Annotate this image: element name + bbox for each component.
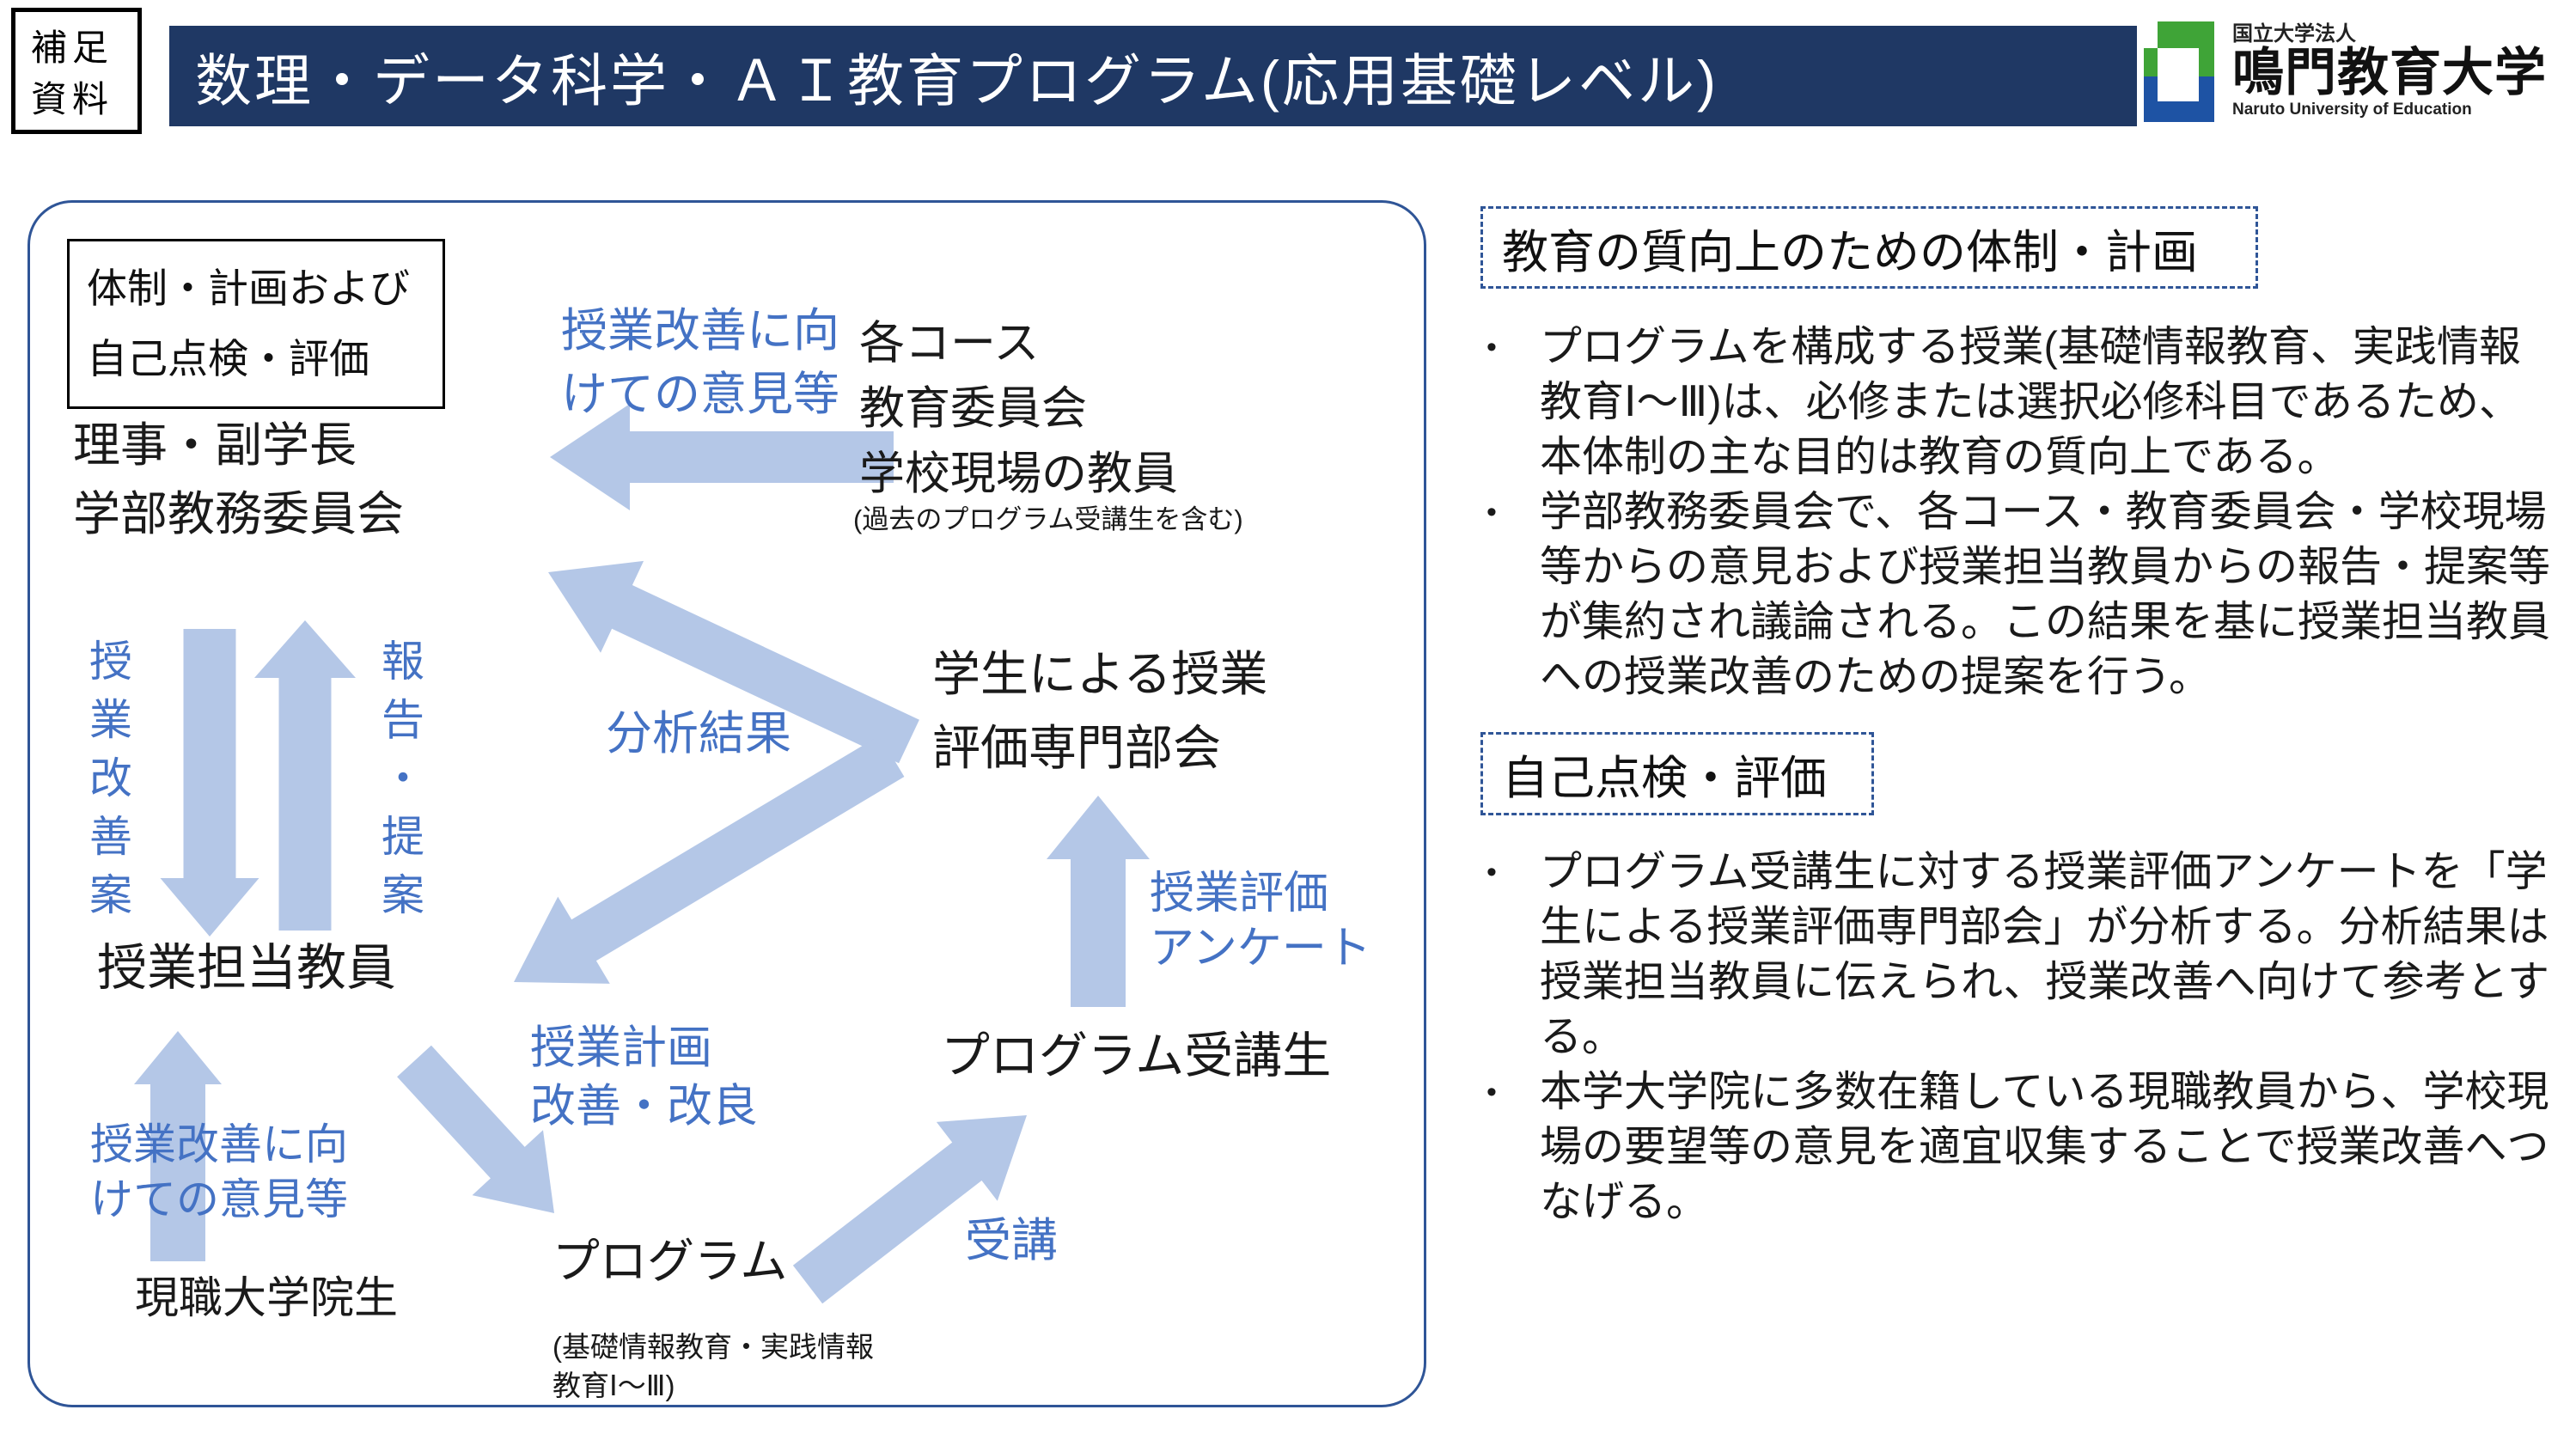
- node-program-students: プログラム受講生: [941, 1028, 1332, 1083]
- label-plan-improve: 授業計画 改善・改良: [530, 1022, 758, 1132]
- logo-green-right: [2199, 48, 2214, 76]
- bullet-item: • プログラムを構成する授業(基礎情報教育、実践情報教育Ⅰ～Ⅲ)は、必修または選択…: [1486, 320, 2556, 485]
- university-logo-icon: [2144, 21, 2214, 122]
- node-courses-note: (過去のプログラム受講生を含む): [853, 504, 1243, 534]
- node-teachers: 授業担当教員: [97, 940, 397, 996]
- supplement-label-box: 補足資料: [11, 8, 142, 134]
- bullet-item: • 学部教務委員会で、各コース・教育委員会・学校現場等からの意見および授業担当教員…: [1486, 485, 2556, 705]
- logo-corporation-label: 国立大学法人: [2232, 22, 2356, 46]
- section-self-check-title: 自己点検・評価: [1480, 732, 1874, 815]
- logo-university-name: 鳴門教育大学: [2232, 44, 2547, 101]
- label-improvement-plan: 授 業 改 善 案: [89, 638, 132, 919]
- label-survey: 授業評価 アンケート: [1150, 869, 1371, 973]
- bullet-text: 本学大学院に多数在籍している現職教員から、学校現場の要望等の意見を適宜収集するこ…: [1540, 1069, 2549, 1225]
- label-attend: 受講: [965, 1215, 1058, 1266]
- node-student-committee: 学生による授業 評価専門部会: [932, 647, 1268, 775]
- section-self-check-bullets: • プログラム受講生に対する授業評価アンケートを「学生による授業評価専門部会」が分…: [1486, 845, 2556, 1230]
- bullet-marker: •: [1486, 496, 1497, 528]
- node-program: プログラム: [552, 1235, 788, 1288]
- bullet-item: • 本学大学院に多数在籍している現職教員から、学校現場の要望等の意見を適宜収集する…: [1486, 1065, 2556, 1230]
- logo-green-left: [2144, 48, 2158, 76]
- university-logo-text: 国立大学法人 鳴門教育大学 Naruto University of Educa…: [2232, 22, 2576, 120]
- bullet-text: プログラムを構成する授業(基礎情報教育、実践情報教育Ⅰ～Ⅲ)は、必修または選択必…: [1540, 324, 2522, 480]
- bullet-marker: •: [1486, 331, 1497, 363]
- logo-university-name-en: Naruto University of Education: [2232, 101, 2472, 119]
- label-report-proposal: 報 告 ・ 提 案: [382, 638, 424, 919]
- header-bar: 数理・データ科学・ＡＩ教育プログラム(応用基礎レベル): [169, 26, 2137, 126]
- label-feedback-top: 授業改善に向 けての意見等: [561, 305, 839, 420]
- bullet-text: プログラム受講生に対する授業評価アンケートを「学生による授業評価専門部会」が分析…: [1540, 849, 2550, 1060]
- section-structure-plan-bullets: • プログラムを構成する授業(基礎情報教育、実践情報教育Ⅰ～Ⅲ)は、必修または選択…: [1486, 320, 2556, 705]
- page-title: 数理・データ科学・ＡＩ教育プログラム(応用基礎レベル): [195, 48, 1718, 113]
- diagram-frame-label: 体制・計画および自己点検・評価: [67, 239, 445, 409]
- bullet-text: 学部教務委員会で、各コース・教育委員会・学校現場等からの意見および授業担当教員か…: [1540, 489, 2551, 700]
- logo-blue-bottom: [2144, 101, 2214, 122]
- section-structure-plan-title: 教育の質向上のための体制・計画: [1480, 206, 2258, 289]
- logo-blue-left: [2144, 76, 2158, 101]
- bullet-marker: •: [1486, 856, 1497, 888]
- logo-green-top: [2158, 21, 2214, 48]
- label-feedback-bottom: 授業改善に向 けての意見等: [90, 1120, 348, 1223]
- node-program-note: (基礎情報教育・実践情報 教育Ⅰ～Ⅲ): [552, 1331, 874, 1401]
- node-board: 理事・副学長 学部教務委員会: [73, 418, 405, 540]
- logo-blue-right: [2199, 76, 2214, 101]
- label-analysis-result: 分析結果: [606, 708, 791, 760]
- node-grad-students: 現職大学院生: [135, 1273, 399, 1322]
- node-courses: 各コース 教育委員会 学校現場の教員: [859, 318, 1178, 499]
- bullet-marker: •: [1486, 1076, 1497, 1108]
- bullet-item: • プログラム受講生に対する授業評価アンケートを「学生による授業評価専門部会」が分…: [1486, 845, 2556, 1065]
